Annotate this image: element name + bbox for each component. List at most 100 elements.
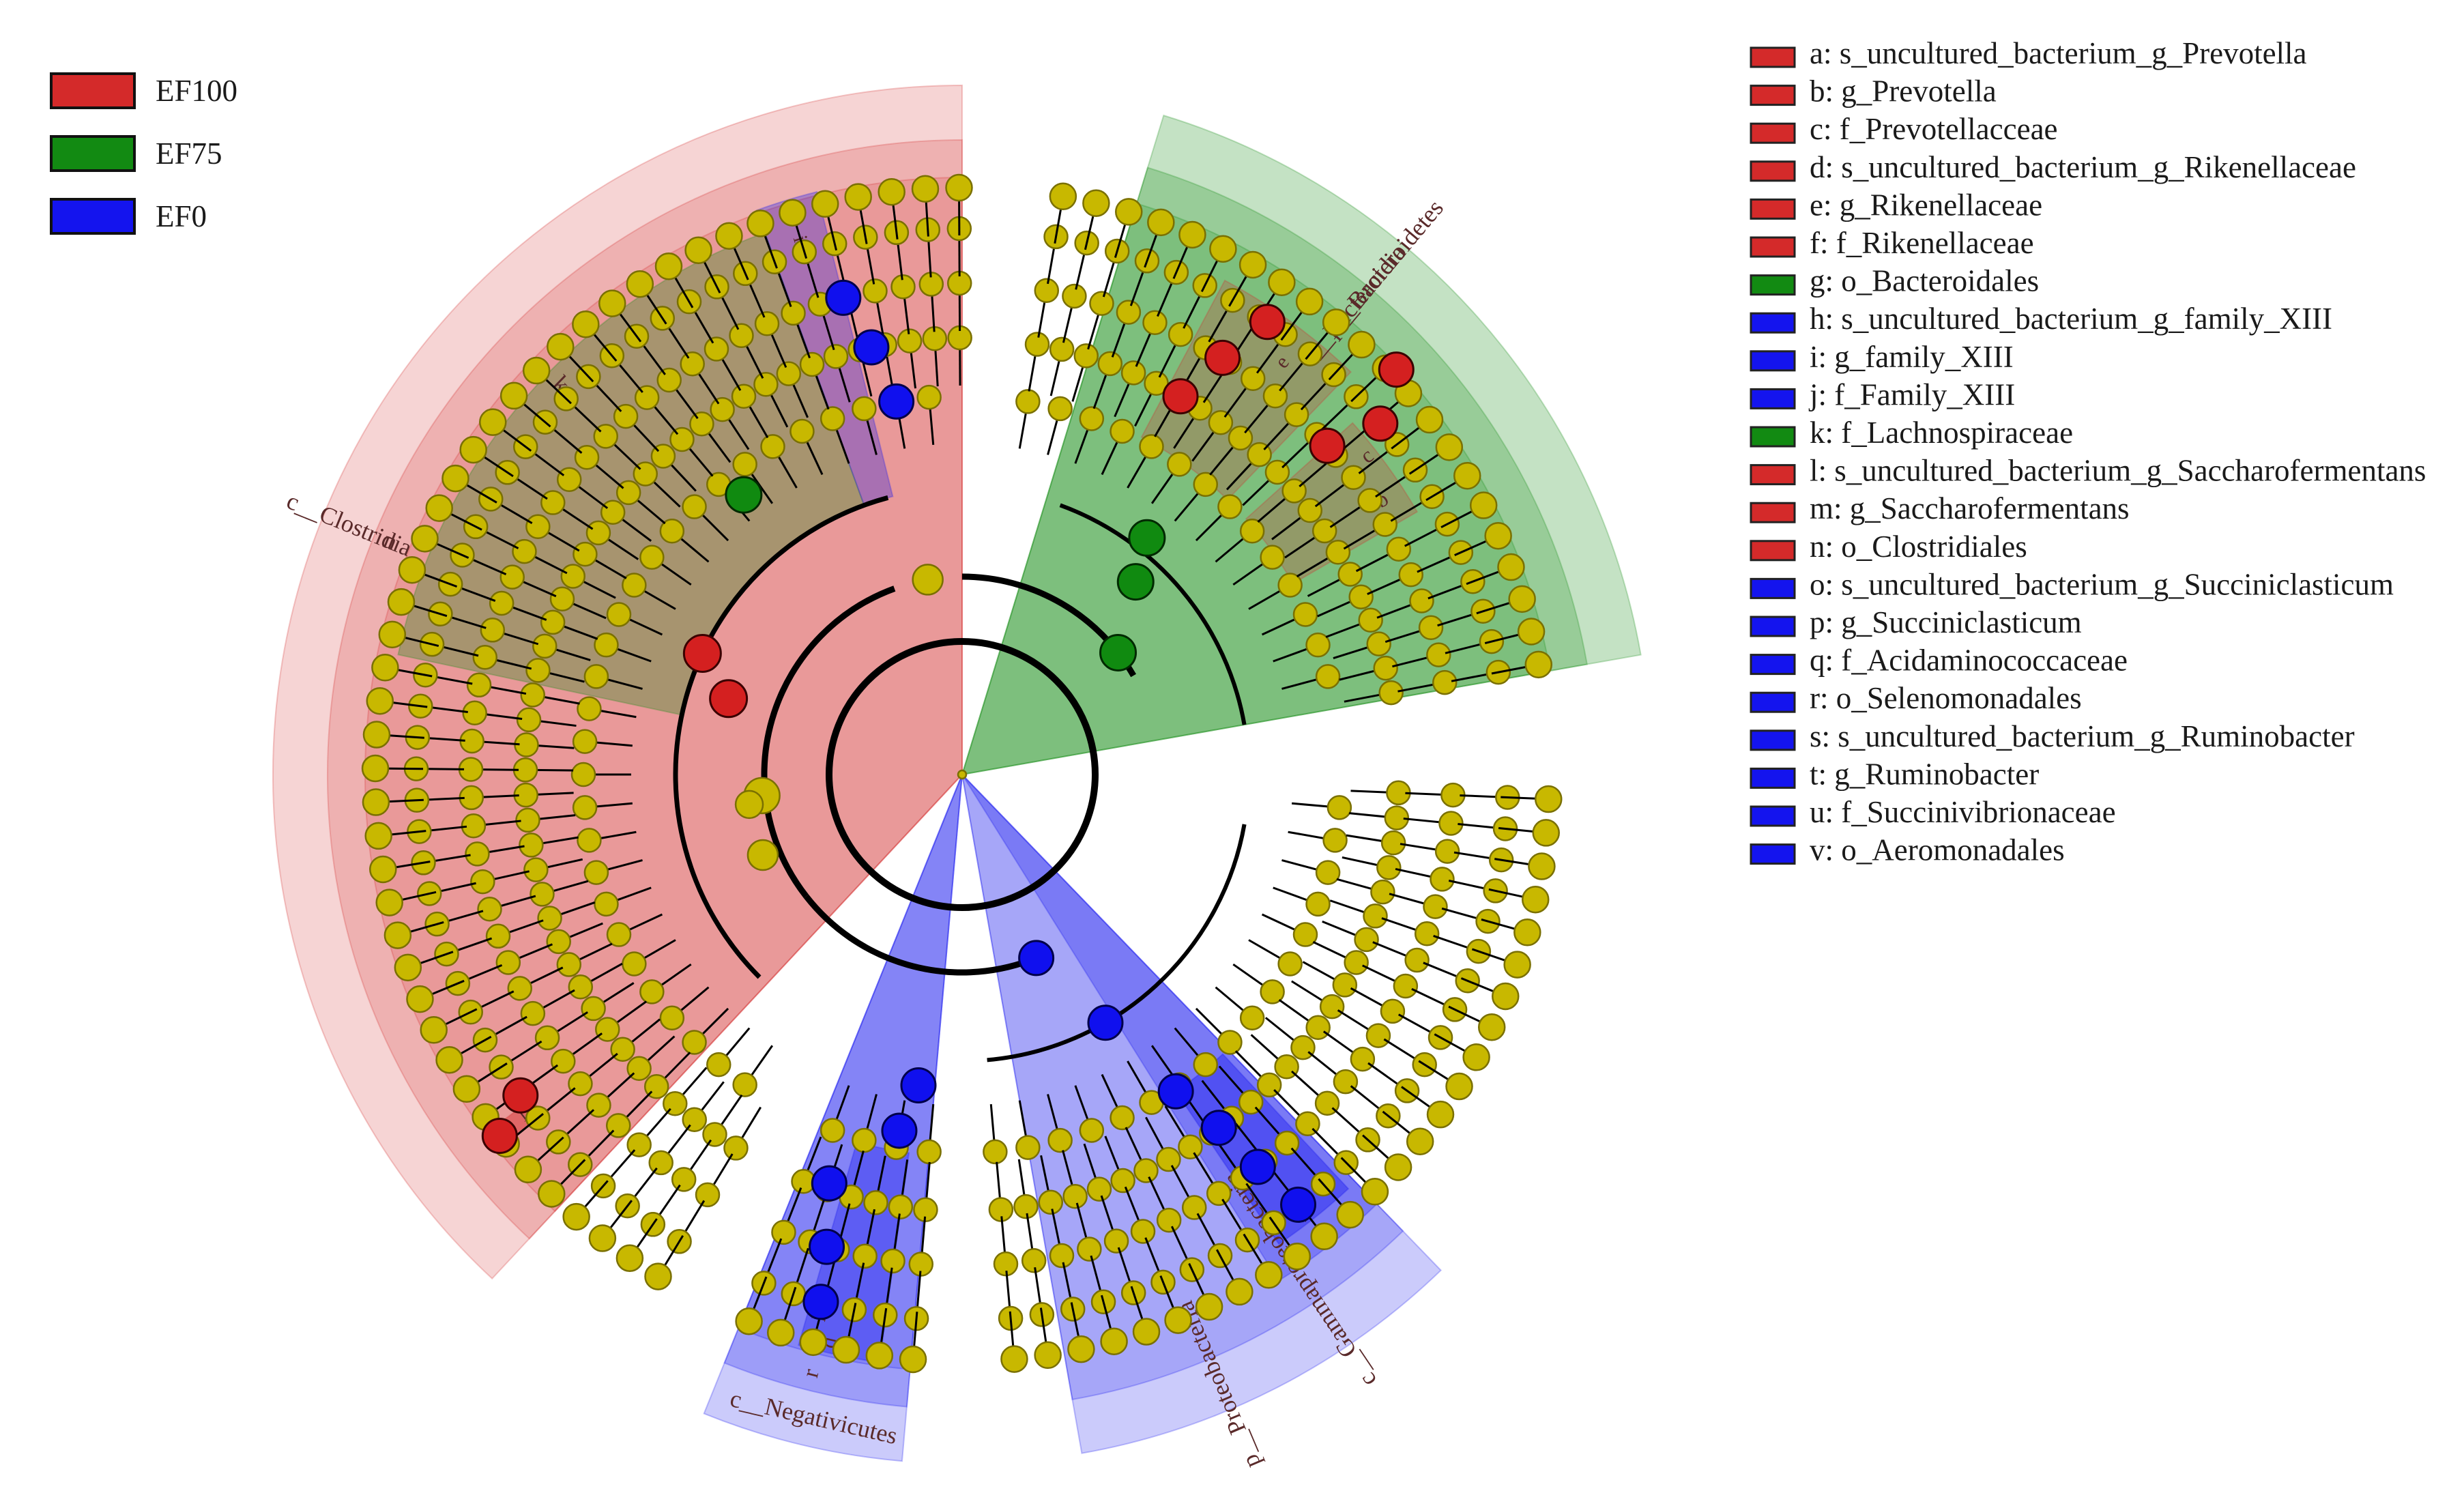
leaf-node (538, 1180, 566, 1208)
leaf-node (766, 1318, 795, 1347)
feature-swatch (1750, 843, 1796, 865)
leaf-node (585, 520, 611, 546)
leaf-node (1322, 828, 1348, 853)
leaf-node (1325, 539, 1351, 565)
leaf-node (1366, 631, 1391, 656)
leaf-node (540, 490, 566, 515)
leaf-node (1015, 389, 1041, 414)
leaf-node (820, 406, 845, 431)
feature-label: j: f_Family_XIII (1808, 377, 2015, 411)
leaf-node (1393, 973, 1419, 999)
leaf-node (1415, 405, 1444, 434)
biomarker-node (481, 1117, 518, 1154)
leaf-node (1021, 1248, 1047, 1273)
feature-label: a: s_uncultured_bacterium_g_Prevotella (1810, 36, 2307, 70)
leaf-node (568, 1071, 593, 1097)
leaf-node (520, 682, 545, 708)
biomarker-node (1239, 1148, 1276, 1185)
leaf-node (1432, 669, 1458, 695)
leaf-node (1268, 268, 1296, 296)
leaf-node (1333, 1069, 1359, 1095)
leaf-node (480, 618, 506, 643)
leaf-node (732, 452, 757, 477)
feature-swatch (1750, 691, 1796, 713)
leaf-node (560, 564, 586, 589)
leaf-node (1067, 1335, 1095, 1363)
feature-swatch (1750, 577, 1796, 599)
biomarker-node (1157, 1073, 1194, 1110)
leaf-node (1370, 879, 1395, 905)
feature-label: p: g_Succiniclasticum (1810, 605, 2082, 639)
feature-swatch (1750, 160, 1796, 182)
leaf-node (1110, 1105, 1135, 1131)
feature-label: b: g_Prevotella (1810, 74, 1997, 109)
leaf-node (1238, 250, 1267, 279)
leaf-node (639, 979, 665, 1004)
biomarker-node (709, 679, 749, 719)
leaf-node (880, 1248, 905, 1274)
feature-swatch (1750, 616, 1796, 637)
leaf-node (425, 494, 453, 522)
leaf-node (549, 586, 575, 612)
leaf-node (1513, 919, 1541, 946)
leaf-node (1435, 433, 1464, 461)
leaf-node (1361, 1178, 1389, 1206)
leaf-node (1508, 585, 1536, 613)
leaf-node (735, 1307, 763, 1335)
biomarker-node (682, 634, 722, 674)
leaf-node (1378, 680, 1404, 706)
leaf-node (1079, 406, 1105, 431)
leaf-node (1239, 1005, 1265, 1030)
leaf-node (1404, 947, 1430, 973)
leaf-node (648, 1150, 673, 1176)
leaf-node (519, 833, 544, 858)
leaf-node (852, 1243, 878, 1269)
leaf-node (588, 1224, 617, 1252)
leaf-node (378, 620, 407, 649)
leaf-node (1130, 1219, 1156, 1244)
leaf-node (1193, 1052, 1218, 1078)
leaf-node (754, 310, 780, 336)
leaf-node (472, 645, 498, 670)
leaf-node (799, 1328, 828, 1357)
leaf-node (1120, 360, 1146, 386)
leaf-node (897, 328, 923, 353)
leaf-node (1337, 562, 1363, 587)
biomarker-node (811, 1165, 847, 1202)
leaf-node (1469, 491, 1498, 519)
leaf-node (823, 344, 849, 369)
biomarker-node (900, 1067, 937, 1104)
group-label: EF100 (156, 74, 237, 108)
feature-swatch (1750, 502, 1796, 523)
group-swatch-ef75 (50, 135, 136, 172)
biomarker-node (878, 383, 915, 420)
feature-label: k: f_Lachnospiraceae (1810, 416, 2073, 450)
leaf-node (512, 538, 537, 564)
leaf-node (1295, 287, 1324, 316)
leaf-node (1062, 283, 1087, 309)
biomarker-node (802, 1284, 839, 1320)
feature-label: f: f_Rikenellaceae (1810, 226, 2034, 260)
leaf-node (789, 418, 815, 444)
leaf-node (1341, 465, 1366, 490)
leaf-node (523, 857, 549, 882)
leaf-node (1082, 189, 1110, 217)
leaf-node (820, 1118, 845, 1143)
leaf-node (1164, 1306, 1192, 1334)
leaf-node (771, 1219, 796, 1245)
leaf-node (1193, 472, 1218, 497)
inner-node (734, 790, 764, 820)
feature-label: i: g_family_XIII (1810, 340, 2014, 374)
feature-label: c: f_Prevotellacceae (1810, 112, 2058, 146)
biomarker-node (725, 476, 763, 514)
leaf-node (1139, 434, 1164, 459)
leaf-node (622, 573, 647, 598)
leaf-node (659, 519, 685, 544)
leaf-node (1110, 418, 1135, 444)
leaf-node (577, 828, 602, 853)
feature-swatch (1750, 312, 1796, 334)
leaf-node (731, 384, 757, 409)
leaf-node (556, 952, 582, 977)
leaf-node (562, 1202, 590, 1231)
